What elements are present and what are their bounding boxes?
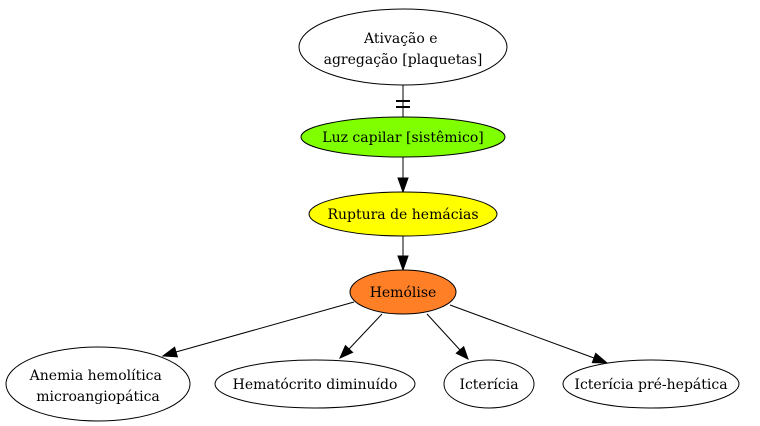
node-hematocrito[interactable]: Hematócrito diminuído (214, 359, 416, 409)
node-ictericia[interactable]: Icterícia (443, 359, 535, 409)
edge-hemolise-ictericia-pre (449, 304, 609, 364)
node-ativacao-shape (298, 8, 508, 86)
edge-ativacao-luz (396, 85, 410, 117)
node-ictericia-label: Icterícia (459, 377, 518, 393)
node-luz-capilar-shape (300, 116, 506, 158)
node-ruptura-label: Ruptura de hemácias (327, 207, 478, 223)
node-hemolise-shape (349, 269, 457, 315)
node-hematocrito-shape (214, 359, 416, 409)
node-ativacao[interactable]: Ativação e agregação [plaquetas] (298, 8, 508, 86)
node-hemolise-label: Hemólise (370, 285, 437, 301)
node-luz-capilar-label: Luz capilar [sistêmico] (322, 130, 483, 146)
node-ictericia-pre-hepatica[interactable]: Icterícia pré-hepática (562, 359, 740, 409)
edge-hemolise-hematocrito (339, 313, 383, 359)
node-ativacao-label: Ativação e agregação [plaquetas] (324, 31, 483, 68)
node-ictericia-shape (443, 359, 535, 409)
nodes: Ativação e agregação [plaquetas] Luz cap… (5, 8, 740, 422)
node-hemolise[interactable]: Hemólise (349, 269, 457, 315)
node-ictericia-pre-hepatica-shape (562, 359, 740, 409)
node-anemia-shape (5, 346, 191, 422)
node-ruptura-shape (308, 191, 498, 237)
edges (161, 85, 609, 364)
node-luz-capilar[interactable]: Luz capilar [sistêmico] (300, 116, 506, 158)
node-anemia-label: Anemia hemolítica microangiopática (29, 368, 167, 405)
node-ruptura[interactable]: Ruptura de hemácias (308, 191, 498, 237)
node-ictericia-pre-hepatica-label: Icterícia pré-hepática (574, 377, 727, 393)
node-hematocrito-label: Hematócrito diminuído (233, 377, 398, 393)
edge-ruptura-hemolise (397, 236, 409, 272)
edge-hemolise-anemia (161, 301, 355, 358)
edge-hemolise-ictericia (426, 313, 469, 360)
node-anemia[interactable]: Anemia hemolítica microangiopática (5, 346, 191, 422)
edge-luz-ruptura (397, 157, 409, 194)
